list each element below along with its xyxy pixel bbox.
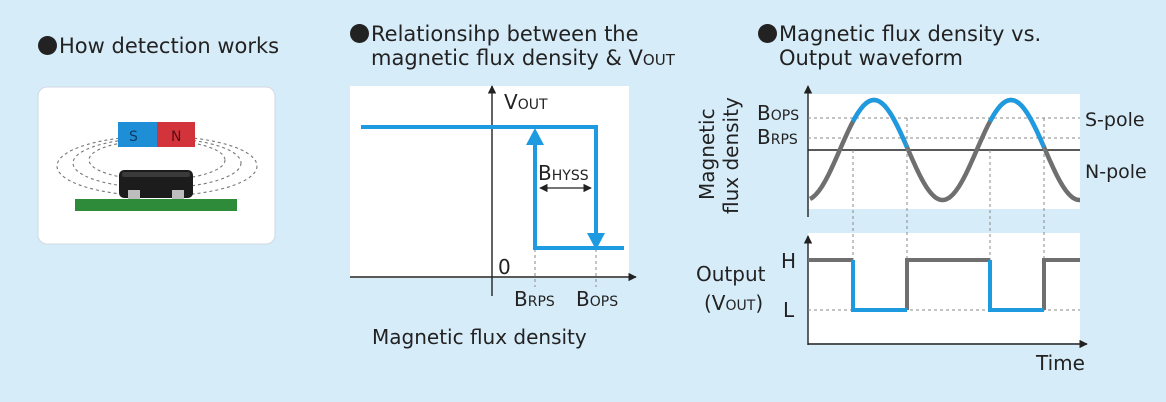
hall-sensor-chip [119,170,193,200]
hysteresis-loop [361,125,624,250]
bullet-dot-icon [350,24,369,43]
bops-label: BOPS [576,287,618,311]
section-title-relationship: Relationsihp between the magnetic flux d… [350,22,675,72]
high-level-label: H [781,249,796,273]
n-pole-label: N-pole [1085,161,1147,183]
flux-sine-peak-1 [851,97,910,148]
pcb-board [75,199,237,211]
output-waveform-chart: Output (VOUT) H L Time [696,118,1088,375]
brps-level-label: BRPS [757,125,798,149]
low-level-label: L [783,298,795,322]
bhyss-label: BHYSS [538,161,589,185]
bops-level-label: BOPS [757,101,799,125]
zero-label: 0 [498,255,511,279]
s-pole-label: S-pole [1085,109,1145,131]
flux-ylabel-line2: flux density [719,97,743,214]
transition-guides [852,118,1045,260]
output-low-pulse-2 [988,260,1044,312]
brps-label: BRPS [514,287,555,311]
magnet-north-label: N [171,129,181,145]
down-arrow-icon [587,233,605,250]
flux-waveform-chart: Magnetic flux density BOPS BRPS S-pole N… [695,85,1147,217]
output-low-pulse-1 [851,260,907,312]
up-arrow-icon [526,128,544,145]
flux-ylabel-line1: Magnetic [695,108,719,200]
time-label: Time [1035,351,1085,375]
bullet-dot-icon [38,36,57,55]
bullet-dot-icon [758,24,777,43]
flux-plot-area [808,94,1080,209]
hysteresis-xlabel: Magnetic flux density [372,325,587,349]
flux-sine-peak-2 [988,97,1047,148]
hysteresis-chart: VOUT 0 BHYSS BRPS BOPS Magnetic flux den… [350,85,637,349]
section-title-waveform: Magnetic flux density vs. Output wavefor… [758,22,1041,70]
magnet-south-pole [118,122,157,147]
output-label: Output [696,262,766,286]
section-title-detection: How detection works [38,34,279,58]
vout-label: (VOUT) [704,291,763,315]
magnet: S N [118,122,195,147]
vout-axis-label: VOUT [504,90,548,114]
detection-illustration: S N [37,86,276,245]
output-plot-area [808,233,1080,343]
magnet-north-pole [157,122,195,147]
magnet-south-label: S [129,129,138,145]
